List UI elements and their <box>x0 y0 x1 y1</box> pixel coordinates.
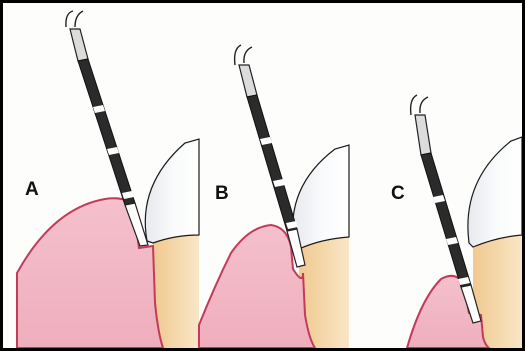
panel-label-c: C <box>391 183 405 204</box>
tooth-root-a <box>153 235 199 348</box>
panel-a: A <box>17 11 199 348</box>
panel-label-a: A <box>25 179 39 200</box>
periodontal-probe-diagram: A B <box>3 3 522 348</box>
tooth-crown-a <box>145 139 199 243</box>
panel-c: C <box>391 95 522 348</box>
tooth-crown-b <box>293 145 349 249</box>
panel-label-b: B <box>215 183 229 204</box>
panel-b: B <box>199 45 349 348</box>
tooth-crown-c <box>468 137 522 247</box>
